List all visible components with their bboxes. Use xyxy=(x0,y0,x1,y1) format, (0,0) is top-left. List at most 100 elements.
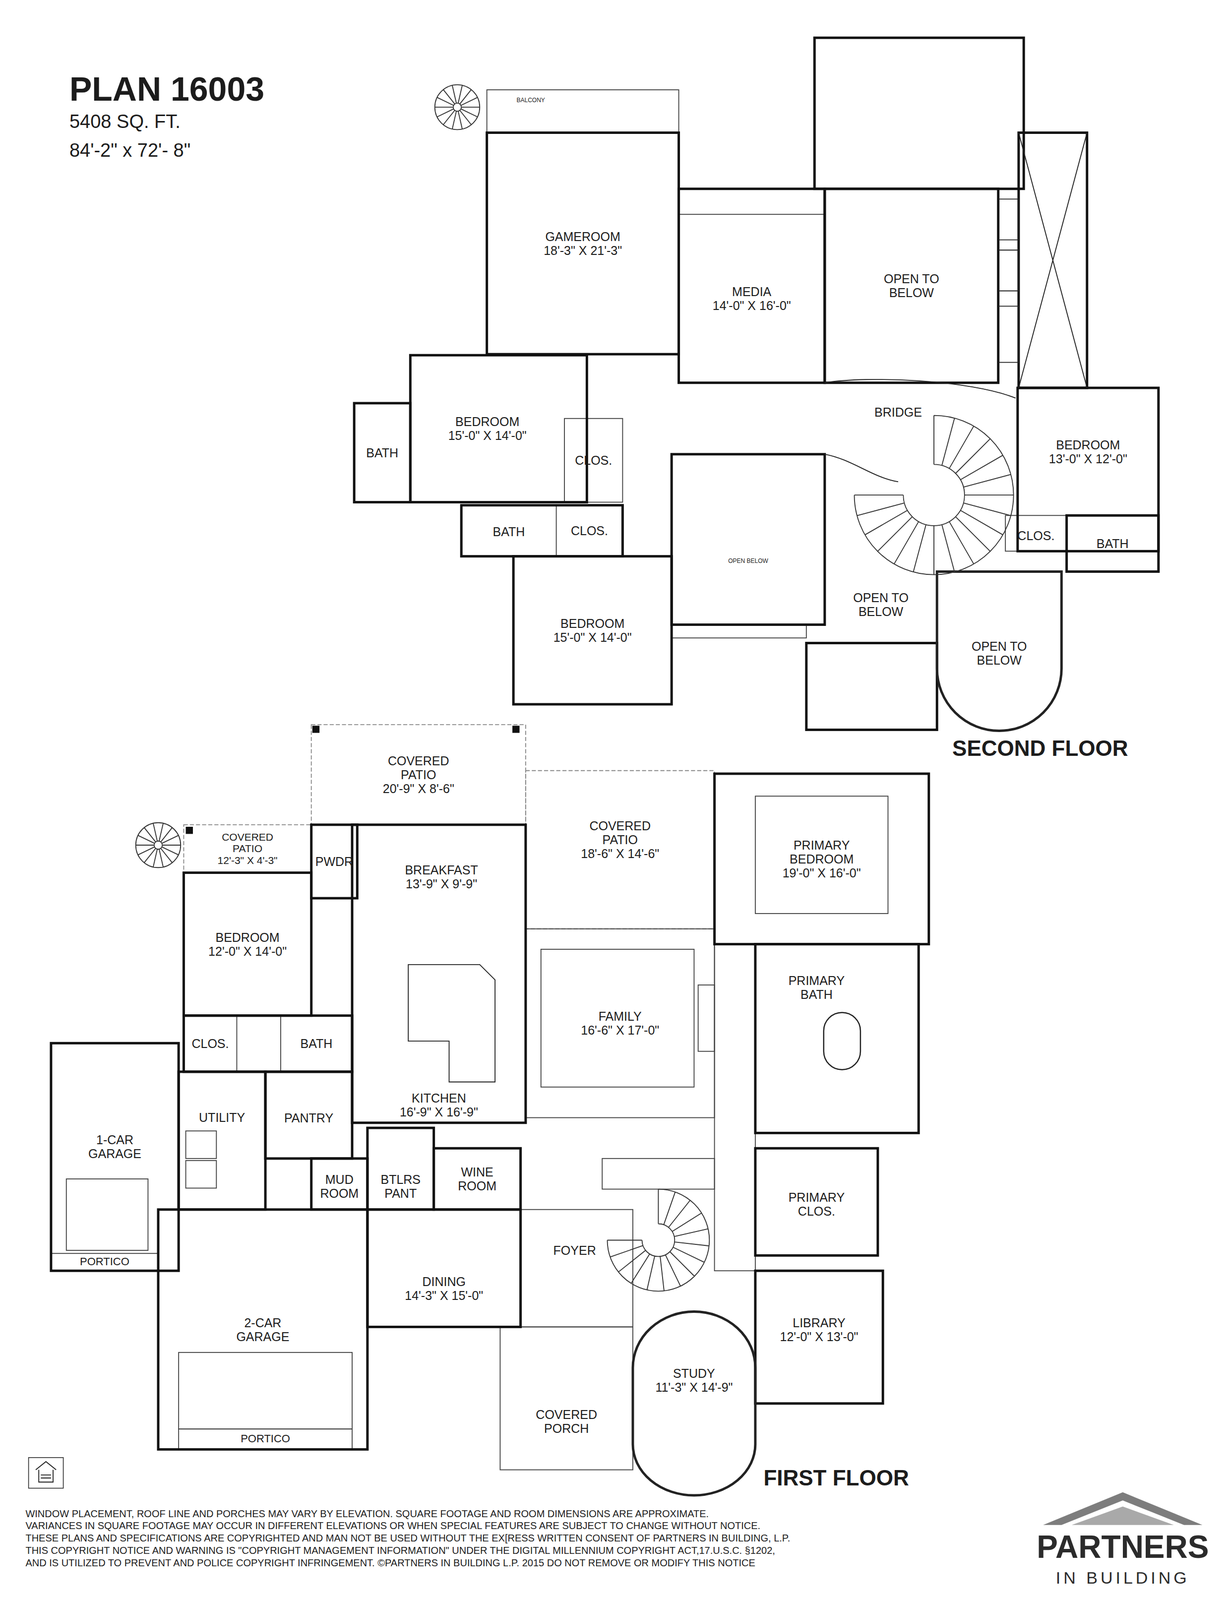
post xyxy=(512,725,520,733)
room-box: CLOS. xyxy=(556,505,623,557)
room-name: BEDROOM xyxy=(1055,437,1120,452)
interior-line xyxy=(51,1253,159,1271)
interior-line xyxy=(671,624,807,638)
tub xyxy=(823,1012,861,1070)
wall xyxy=(51,1043,179,1271)
patio-outline xyxy=(525,770,715,929)
post xyxy=(312,725,320,733)
wall xyxy=(487,132,679,355)
room-box: MEDIA14'-0" X 16'-0" xyxy=(678,214,825,383)
room-name: CLOS. xyxy=(1017,528,1055,543)
room-box: UTILITY xyxy=(178,1102,266,1134)
room-box: BEDROOM13'-0" X 12'-0" xyxy=(1017,387,1159,516)
room-box: PORTICO xyxy=(178,1428,353,1450)
copyright-note: VARIANCES IN SQUARE FOOTAGE MAY OCCUR IN… xyxy=(25,1520,761,1532)
spiral-stair xyxy=(135,822,182,868)
room-name: UTILITY xyxy=(198,1110,246,1125)
interior-line xyxy=(178,1428,353,1450)
room-dimension: 14'-3" X 15'-0" xyxy=(404,1288,484,1303)
interior-line-group xyxy=(51,89,1067,1470)
wall xyxy=(671,454,825,625)
room-dimension: 11'-3" X 14'-9" xyxy=(655,1380,733,1395)
wall xyxy=(755,944,919,1134)
room-box: OPEN TO BELOW xyxy=(824,566,937,643)
room-box: FOYER xyxy=(532,1229,617,1271)
stairs xyxy=(135,84,1014,1292)
room-box: PRIMARY CLOS. xyxy=(755,1168,878,1240)
fixtures xyxy=(35,132,1088,1496)
wall xyxy=(265,1071,353,1159)
wall xyxy=(1018,132,1088,389)
interior-line xyxy=(525,928,715,1118)
wall xyxy=(824,188,999,383)
wall xyxy=(714,773,929,945)
interior-line xyxy=(236,1015,281,1072)
room-box: COVERED PORCH xyxy=(499,1398,633,1445)
room-name: OPEN TO BELOW xyxy=(850,590,912,619)
spiral-stair xyxy=(854,415,1014,575)
wall xyxy=(311,1158,368,1210)
bridge-label: BRIDGE xyxy=(874,405,922,419)
room-name: BREAKFAST xyxy=(404,862,478,877)
room-dimension: 13'-9" X 9'-9" xyxy=(405,876,478,891)
room-box: PORTICO1-CAR GARAGE xyxy=(51,1043,179,1271)
wall xyxy=(183,1015,353,1072)
room-name: 1-CAR GARAGE xyxy=(78,1132,151,1161)
room-name: BEDROOM xyxy=(455,414,520,429)
room-box: BATH xyxy=(1066,515,1159,572)
room-name: BATH xyxy=(492,524,525,539)
room-name: PRIMARY CLOS. xyxy=(780,1190,853,1219)
wall xyxy=(311,824,358,899)
plan-size: 84'-2" x 72'- 8" xyxy=(69,140,191,161)
interior-line xyxy=(487,89,679,133)
plan-outline xyxy=(824,379,1016,399)
logo-chevron xyxy=(1043,1492,1203,1526)
plan-outline xyxy=(408,964,495,1083)
patio-outline xyxy=(183,824,311,873)
spiral-stair xyxy=(434,84,481,130)
plan-title: PLAN 16003 xyxy=(69,71,265,107)
interior-line xyxy=(678,188,825,215)
room-box: BEDROOM15'-0" X 14'-0" xyxy=(513,556,672,705)
interior-line xyxy=(185,1160,217,1189)
room-box: CLOS. xyxy=(564,418,623,503)
copyright-note: THIS COPYRIGHT NOTICE AND WARNING IS "CO… xyxy=(25,1545,775,1556)
room-name: PRIMARY BATH xyxy=(780,973,853,1002)
room-box: LIBRARY12'-0" X 13'-0" xyxy=(755,1306,883,1353)
interior-line xyxy=(714,944,756,1272)
interior-line xyxy=(178,1352,353,1429)
room-name: BTLRS PANT xyxy=(374,1172,427,1201)
room-name: FOYER xyxy=(553,1243,597,1258)
room-dimension: 16'-9" X 16'-9" xyxy=(399,1105,479,1119)
room-box: COVERED PATIO18'-6" X 14'-6" xyxy=(525,770,715,909)
room-name: DINING xyxy=(422,1274,466,1289)
wall xyxy=(513,556,672,705)
room-name: BATH xyxy=(300,1036,333,1051)
wall xyxy=(410,355,587,502)
room-box: GAMEROOM18'-3" X 21'-3" xyxy=(487,132,679,355)
room-dimension: 13'-0" X 12'-0" xyxy=(1048,451,1128,466)
room-name: COVERED PORCH xyxy=(525,1407,608,1436)
room-box: PRIMARY BEDROOM19'-0" X 16'-0" xyxy=(714,773,929,945)
interior-line xyxy=(185,1130,217,1159)
room-dimension: 16'-6" X 17'-0" xyxy=(580,1023,660,1038)
room-box: BATH xyxy=(354,403,411,503)
copyright-note: WINDOW PLACEMENT, ROOF LINE AND PORCHES … xyxy=(25,1508,709,1520)
plan-area: 5408 SQ. FT. xyxy=(69,112,181,132)
room-box: STUDY11'-3" X 14'-9" xyxy=(632,1357,756,1404)
room-name: BEDROOM xyxy=(215,930,280,945)
interior-line xyxy=(499,1326,633,1470)
wall xyxy=(755,1270,883,1404)
room-box: PWDR xyxy=(311,824,358,899)
interior-line xyxy=(755,796,889,914)
patio-outline xyxy=(311,724,526,825)
room-box: PRIMARY BATH xyxy=(755,944,878,1032)
room-name: PWDR xyxy=(315,854,354,869)
equal-housing-frame xyxy=(28,1457,64,1489)
interior-line xyxy=(602,1158,715,1190)
floor-heading: FIRST FLOOR xyxy=(763,1466,909,1490)
room-dimension: 12'-3" X 4'-3" xyxy=(217,854,278,867)
room-name: COVERED PATIO xyxy=(579,818,662,847)
room-box: BATH xyxy=(461,505,556,559)
